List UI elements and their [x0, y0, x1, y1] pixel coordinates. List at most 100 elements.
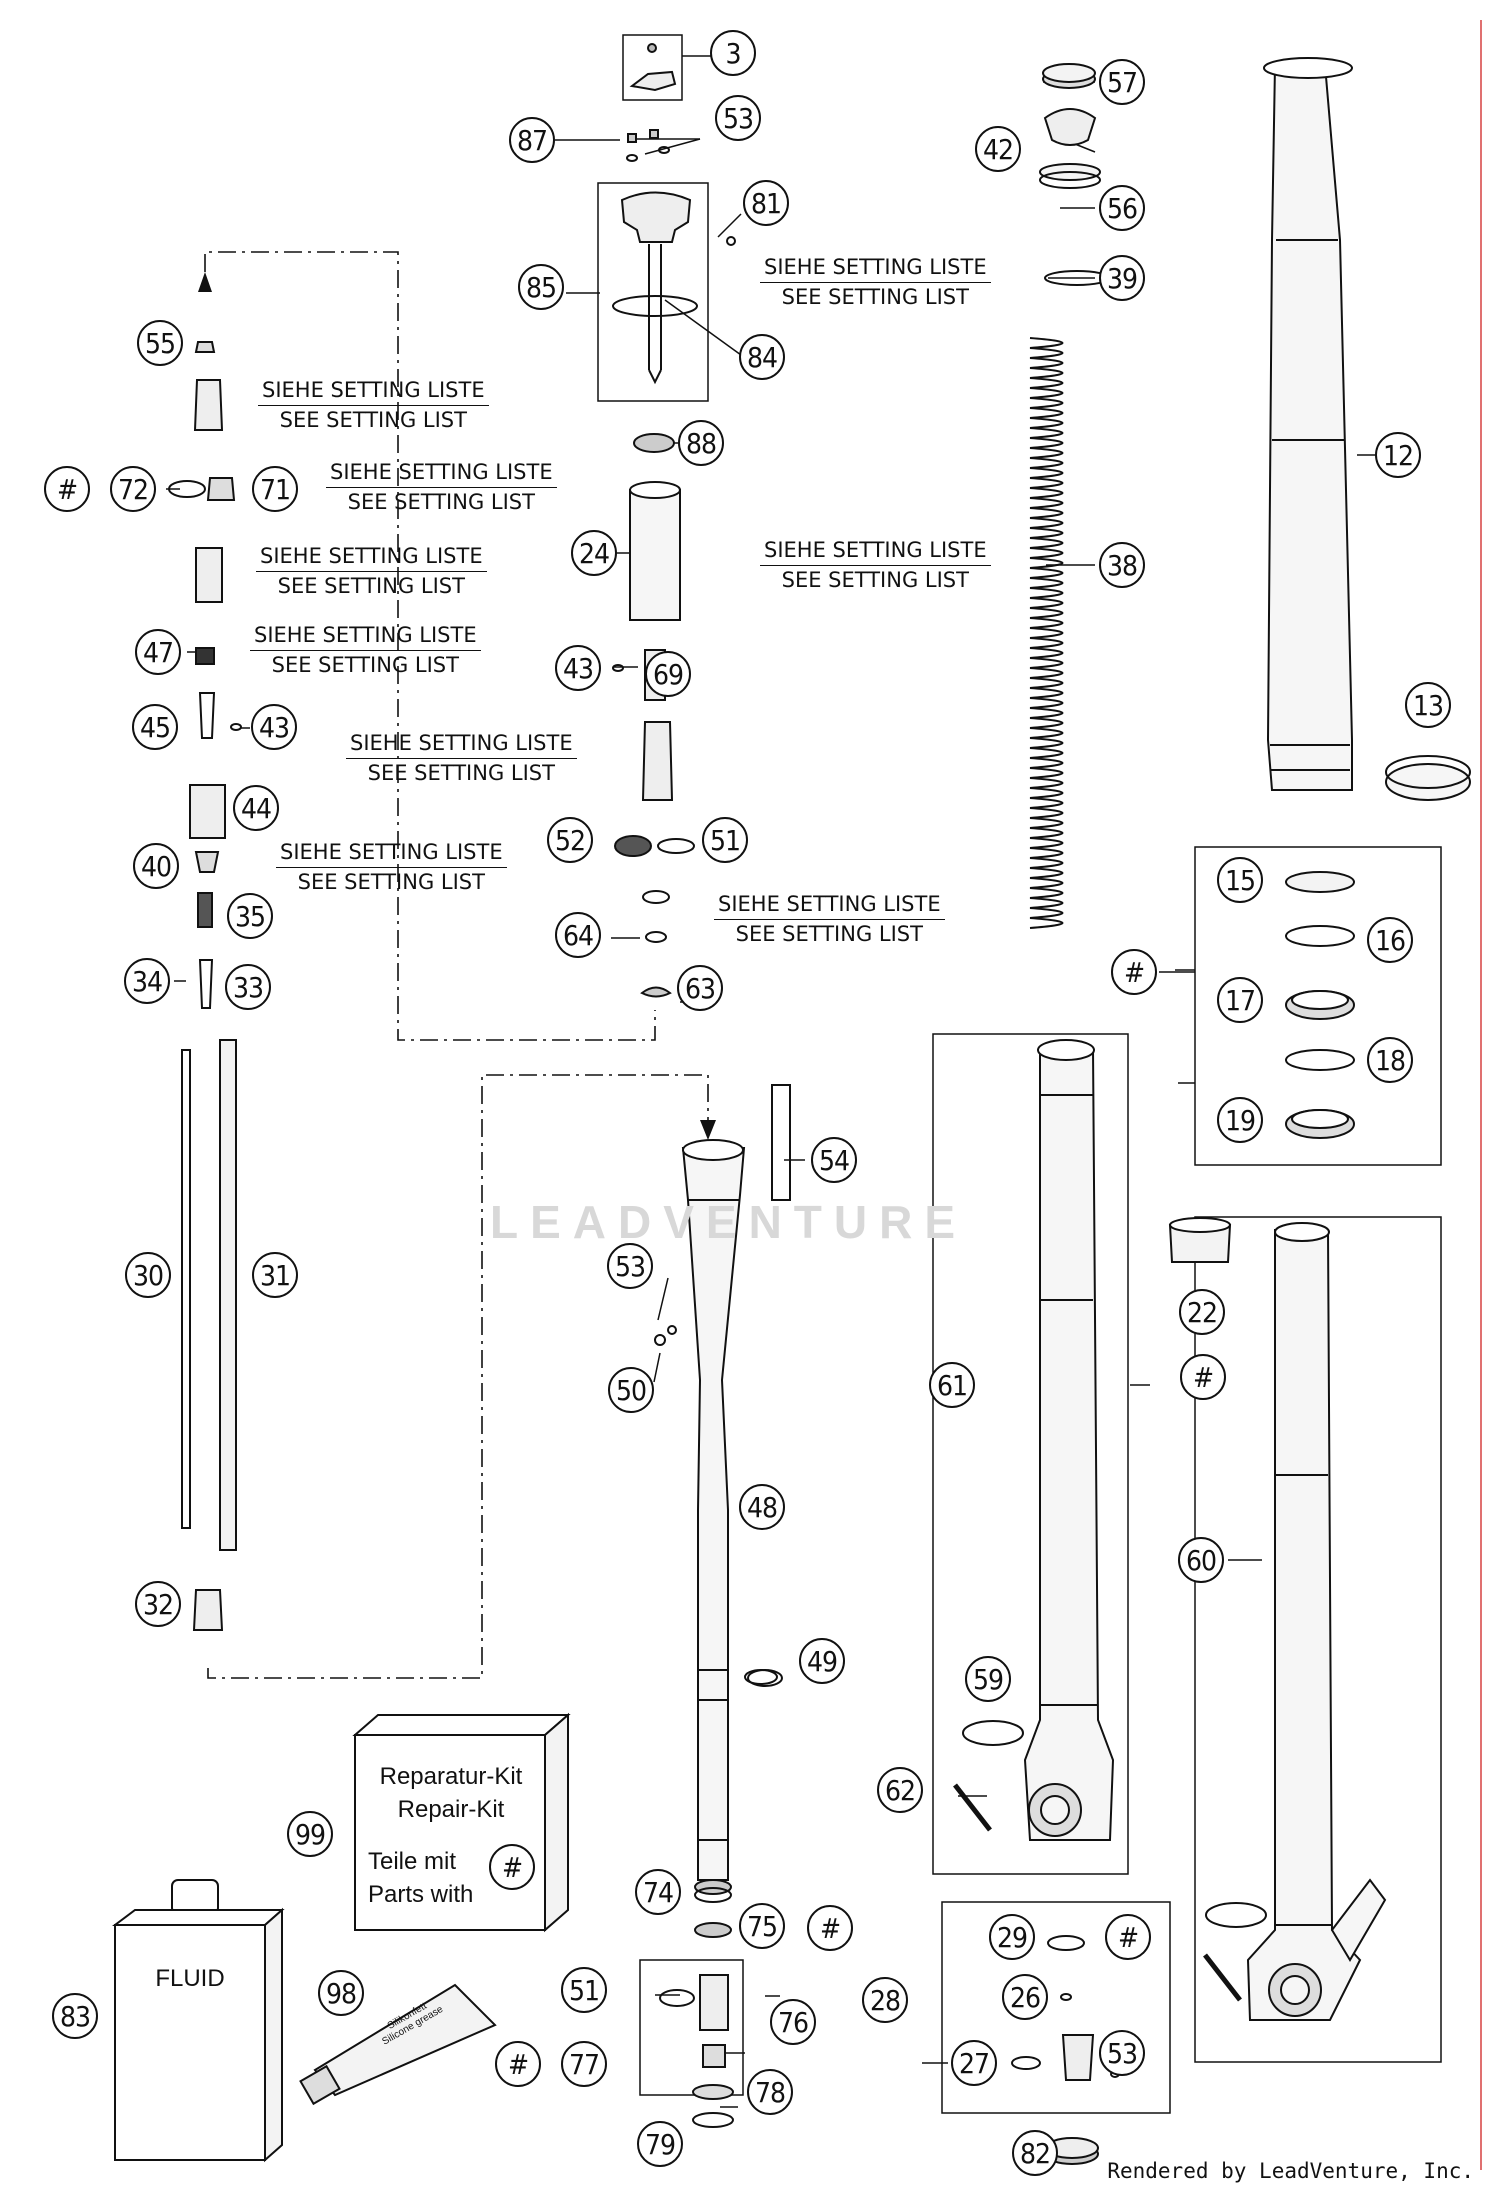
watermark: LEADVENTURE — [490, 1196, 968, 1248]
hash-callout: # — [807, 1905, 853, 1951]
callout-13: 13 — [1405, 682, 1451, 728]
callout-39: 39 — [1099, 255, 1145, 301]
callout-3: 3 — [710, 30, 756, 76]
callout-18: 18 — [1367, 1037, 1413, 1083]
outer-tube-12 — [1263, 57, 1353, 791]
callout-83: 83 — [52, 1993, 98, 2039]
callout-71: 71 — [252, 466, 298, 512]
callout-38: 38 — [1099, 542, 1145, 588]
callout-79: 79 — [637, 2121, 683, 2167]
group-boxes — [597, 34, 1442, 2114]
fork-leg-61 — [1023, 1039, 1115, 1841]
callout-40: 40 — [133, 843, 179, 889]
callout-63: 63 — [677, 965, 723, 1011]
red-border-line — [1480, 20, 1482, 2170]
callout-44: 44 — [233, 785, 279, 831]
hash-callout: # — [495, 2041, 541, 2087]
callout-31: 31 — [252, 1252, 298, 1298]
callout-82: 82 — [1012, 2130, 1058, 2176]
callout-52: 52 — [547, 817, 593, 863]
callout-99: 99 — [287, 1811, 333, 1857]
callout-75: 75 — [739, 1903, 785, 1949]
callout-19: 19 — [1217, 1097, 1263, 1143]
callout-27: 27 — [951, 2040, 997, 2086]
callout-17: 17 — [1217, 977, 1263, 1023]
callout-51: 51 — [561, 1967, 607, 2013]
callout-98: 98 — [318, 1970, 364, 2016]
callout-87: 87 — [509, 117, 555, 163]
cartridge-48 — [681, 1139, 746, 1881]
guide-lines — [204, 251, 709, 1679]
callout-47: 47 — [135, 629, 181, 675]
callout-54: 54 — [811, 1137, 857, 1183]
callout-48: 48 — [739, 1484, 785, 1530]
callout-12: 12 — [1375, 432, 1421, 478]
callout-88: 88 — [678, 420, 724, 466]
callout-33: 33 — [225, 964, 271, 1010]
fluid-label: FLUID — [155, 1965, 225, 1992]
callout-84: 84 — [739, 334, 785, 380]
callout-49: 49 — [799, 1638, 845, 1684]
callout-76: 76 — [770, 1999, 816, 2045]
callout-32: 32 — [135, 1581, 181, 1627]
callout-35: 35 — [227, 893, 273, 939]
callout-16: 16 — [1367, 917, 1413, 963]
repair-kit-box — [352, 1712, 571, 1933]
grease-tube — [299, 1983, 497, 2106]
callout-74: 74 — [635, 1869, 681, 1915]
callout-15: 15 — [1217, 857, 1263, 903]
callout-56: 56 — [1099, 185, 1145, 231]
hash-callout: # — [1111, 949, 1157, 995]
callout-43: 43 — [251, 704, 297, 750]
fork-leg-60 — [1246, 1222, 1387, 2021]
callout-64: 64 — [555, 912, 601, 958]
callout-69: 69 — [645, 651, 691, 697]
hash-callout: # — [1105, 1914, 1151, 1960]
callout-43: 43 — [555, 645, 601, 691]
callout-57: 57 — [1099, 59, 1145, 105]
callout-77: 77 — [561, 2041, 607, 2087]
hash-callout: # — [1180, 1354, 1226, 1400]
callout-53: 53 — [715, 95, 761, 141]
callout-81: 81 — [743, 180, 789, 226]
callout-30: 30 — [125, 1252, 171, 1298]
callout-59: 59 — [965, 1656, 1011, 1702]
callout-26: 26 — [1002, 1974, 1048, 2020]
callout-51: 51 — [702, 817, 748, 863]
callout-45: 45 — [132, 704, 178, 750]
callout-53: 53 — [607, 1243, 653, 1289]
footer-credit: Rendered by LeadVenture, Inc. — [1107, 2159, 1474, 2183]
callout-24: 24 — [571, 530, 617, 576]
callout-72: 72 — [110, 466, 156, 512]
callout-22: 22 — [1179, 1289, 1225, 1335]
callout-61: 61 — [929, 1362, 975, 1408]
callout-85: 85 — [518, 264, 564, 310]
callout-34: 34 — [124, 958, 170, 1004]
fork-spring — [1029, 337, 1064, 929]
callout-29: 29 — [989, 1914, 1035, 1960]
callout-42: 42 — [975, 126, 1021, 172]
callout-28: 28 — [862, 1977, 908, 2023]
callout-62: 62 — [877, 1767, 923, 1813]
callout-50: 50 — [608, 1367, 654, 1413]
callout-55: 55 — [137, 320, 183, 366]
callout-53: 53 — [1099, 2030, 1145, 2076]
repair-kit-hash-callout: # — [489, 1844, 535, 1890]
callout-78: 78 — [747, 2069, 793, 2115]
callout-60: 60 — [1178, 1537, 1224, 1583]
hash-callout: # — [44, 466, 90, 512]
fluid-bottle — [112, 1879, 285, 2163]
